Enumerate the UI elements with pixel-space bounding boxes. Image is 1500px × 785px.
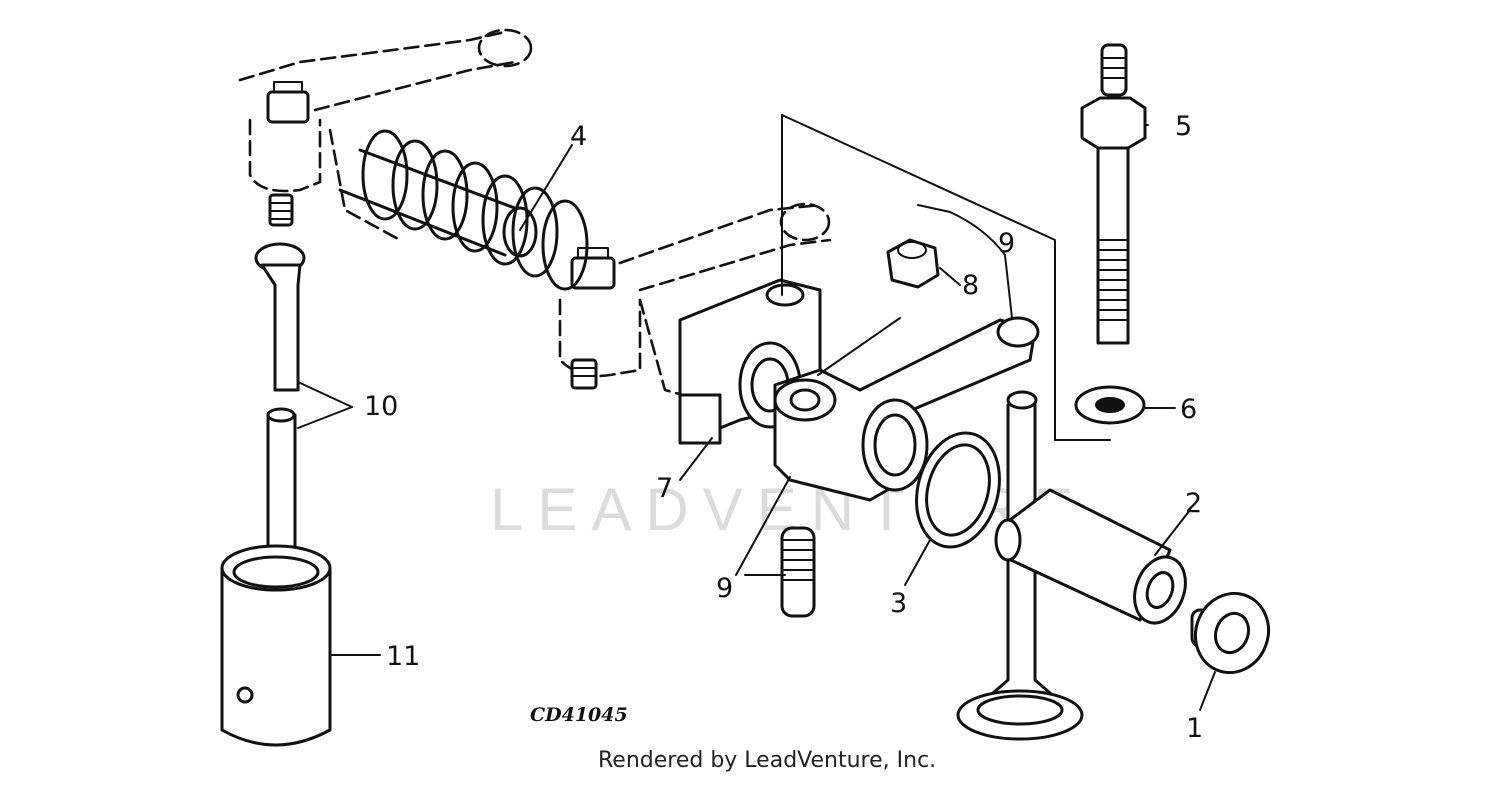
leader-lines xyxy=(297,114,1216,711)
background-adjusting-screw-lower xyxy=(570,247,616,390)
rocker-pin xyxy=(994,488,1187,625)
callout-10: 10 xyxy=(364,391,398,422)
valve xyxy=(956,390,1084,741)
hex-nut xyxy=(886,238,940,289)
callout-9-bottom: 9 xyxy=(716,573,733,604)
background-adjusting-screw-top xyxy=(266,81,310,227)
callout-8: 8 xyxy=(962,270,979,301)
callout-2: 2 xyxy=(1185,488,1202,519)
rocker-shaft-spring xyxy=(361,129,589,291)
diagram-reference-code: CD41045 xyxy=(530,704,628,726)
thrust-washer xyxy=(915,431,1001,549)
push-rod xyxy=(254,242,306,562)
adjusting-screw xyxy=(780,526,816,618)
callout-3: 3 xyxy=(890,588,907,619)
rocker-arm xyxy=(773,316,1040,502)
stud xyxy=(1080,43,1147,345)
callout-labels: 1 2 3 4 5 6 7 8 9 9 10 11 xyxy=(364,111,1203,744)
cam-follower xyxy=(220,544,332,747)
shaft-plug xyxy=(1190,591,1270,675)
flat-washer xyxy=(1074,385,1146,425)
callout-5: 5 xyxy=(1175,111,1192,142)
render-credit: Rendered by LeadVenture, Inc. xyxy=(598,748,937,773)
callout-7: 7 xyxy=(656,473,673,504)
callout-1: 1 xyxy=(1186,713,1203,744)
callout-6: 6 xyxy=(1180,394,1197,425)
callout-11: 11 xyxy=(386,641,420,672)
callout-4: 4 xyxy=(570,121,587,152)
callout-9-top: 9 xyxy=(998,228,1015,259)
